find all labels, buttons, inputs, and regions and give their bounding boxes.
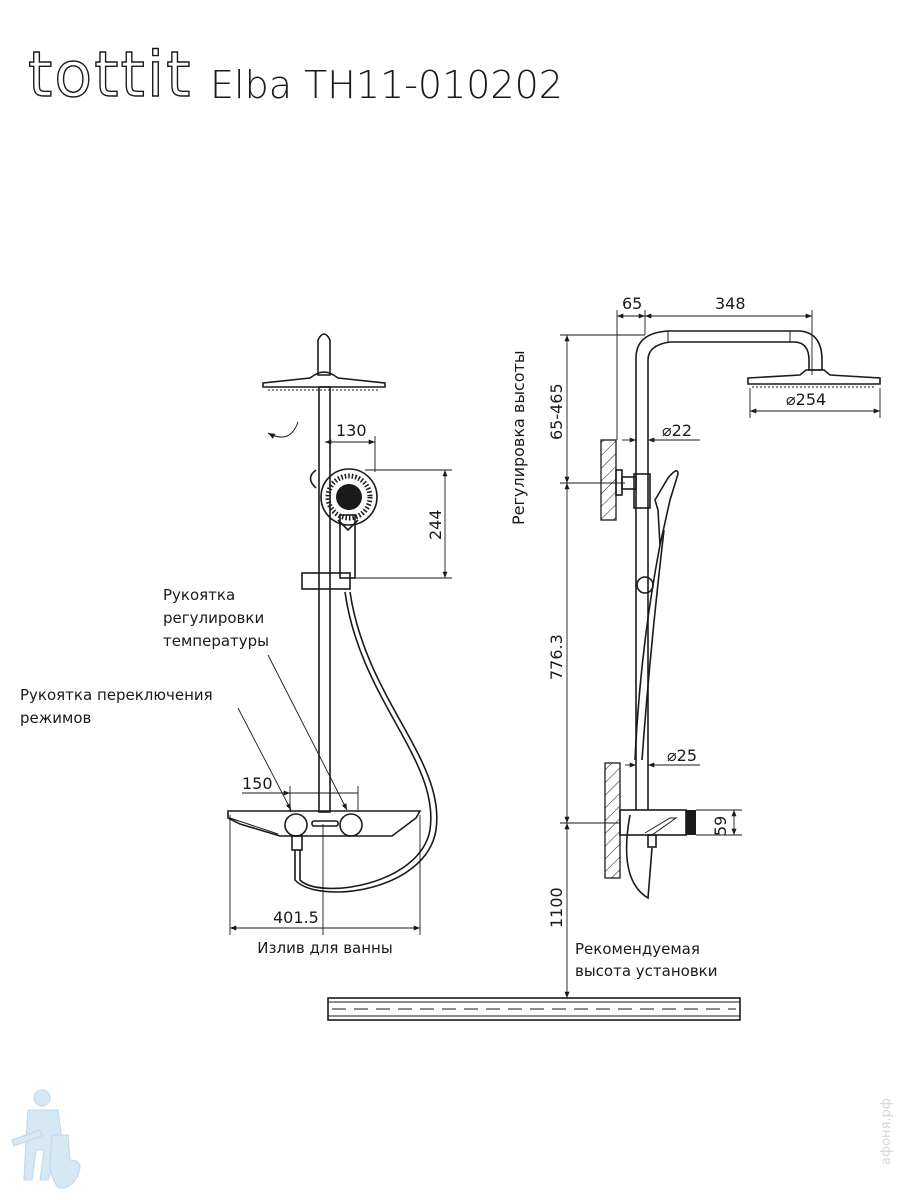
wall-section-bottom — [604, 762, 621, 879]
floor-line — [327, 997, 741, 1021]
side-hand-shower — [654, 470, 679, 546]
dim-244: 244 — [426, 509, 445, 540]
dim-776-3: 776.3 — [547, 634, 566, 680]
label-install-2: высота установки — [575, 962, 718, 980]
side-mixer-handle — [686, 810, 696, 835]
dim-25: ⌀25 — [667, 746, 697, 765]
label-temp-handle-1: Рукоятка — [163, 586, 235, 604]
label-install-1: Рекомендуемая — [575, 940, 700, 958]
label-height-adjust: Регулировка высоты — [509, 350, 528, 525]
dim-401-5: 401.5 — [273, 908, 319, 927]
dim-65-465: 65-465 — [547, 383, 566, 440]
dim-130: 130 — [336, 421, 367, 440]
label-mode-handle-2: режимов — [20, 709, 91, 727]
dim-1100: 1100 — [547, 887, 566, 928]
label-temp-handle-2: регулировки — [163, 609, 264, 627]
label-spout: Излив для ванны — [257, 939, 392, 957]
mode-handle — [284, 813, 308, 837]
hand-shower-handle — [339, 514, 356, 579]
dim-150: 150 — [242, 774, 273, 793]
overhead-shower-head — [262, 371, 386, 388]
head-nozzle — [317, 333, 331, 376]
wall-section-top — [600, 439, 617, 521]
dim-348: 348 — [715, 294, 746, 313]
label-temp-handle-3: температуры — [163, 632, 269, 650]
temperature-handle — [339, 813, 363, 837]
plumber-mascot-icon — [11, 1089, 81, 1189]
hose — [299, 591, 432, 890]
rotate-arrow-icon — [267, 421, 299, 439]
side-view: 65 348 ⌀254 ⌀22 ⌀25 65-465 Регулировка в… — [509, 294, 881, 998]
bath-spout-body — [227, 810, 422, 837]
model-title: Elba TH11-010202 — [210, 63, 563, 107]
side-mixer-body — [619, 809, 687, 836]
dim-59: 59 — [711, 816, 730, 836]
dim-254: ⌀254 — [786, 390, 826, 409]
slider-bracket — [301, 572, 351, 590]
side-knob — [636, 576, 654, 594]
dim-65: 65 — [622, 294, 642, 313]
watermark: афоня.рф — [879, 1098, 894, 1165]
side-shower-head — [747, 369, 881, 385]
brand-logo: tottit — [28, 38, 192, 111]
hand-shower-head — [320, 468, 378, 526]
label-mode-handle-1: Рукоятка переключения — [20, 686, 213, 704]
dim-22: ⌀22 — [662, 421, 692, 440]
shower-pole — [318, 386, 331, 813]
front-view: 130 244 150 401.5 Излив для ванны Рукоят… — [20, 333, 452, 957]
